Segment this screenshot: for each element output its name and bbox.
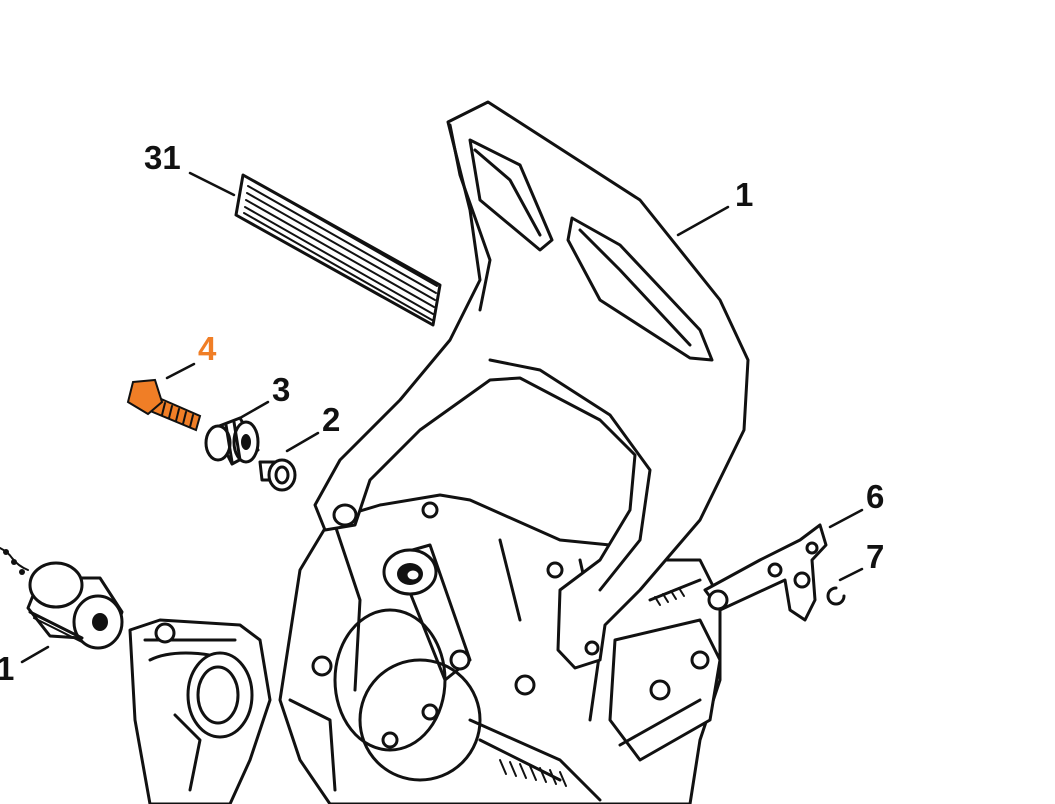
leader-31 bbox=[188, 171, 236, 197]
leader-1b bbox=[20, 645, 50, 664]
part-6-bracket bbox=[703, 523, 828, 622]
leader-1 bbox=[676, 205, 730, 237]
part-1b-buffer bbox=[26, 561, 124, 650]
callout-3: 3 bbox=[272, 371, 290, 408]
leader-7 bbox=[838, 567, 864, 582]
part-31-decal bbox=[234, 173, 442, 327]
part-1-front-handle bbox=[313, 100, 750, 670]
part-4-screw bbox=[126, 378, 202, 432]
callout-31: 31 bbox=[144, 139, 181, 176]
callout-4: 4 bbox=[198, 330, 217, 367]
callout-1: 1 bbox=[735, 176, 753, 213]
leader-lines bbox=[20, 171, 864, 664]
leader-6 bbox=[828, 508, 864, 529]
leader-3 bbox=[238, 400, 270, 420]
callout-7: 7 bbox=[866, 538, 884, 575]
callout-1b: 1 bbox=[0, 650, 14, 687]
leader-2 bbox=[285, 431, 320, 453]
callout-labels: 31 1 4 3 2 6 7 1 bbox=[0, 139, 884, 687]
part-3-annular-buffer bbox=[204, 416, 260, 466]
callout-2: 2 bbox=[322, 401, 340, 438]
part-7-circlip bbox=[826, 586, 846, 606]
part-2-sleeve bbox=[258, 458, 297, 492]
leader-4 bbox=[165, 362, 196, 380]
callout-6: 6 bbox=[866, 478, 884, 515]
